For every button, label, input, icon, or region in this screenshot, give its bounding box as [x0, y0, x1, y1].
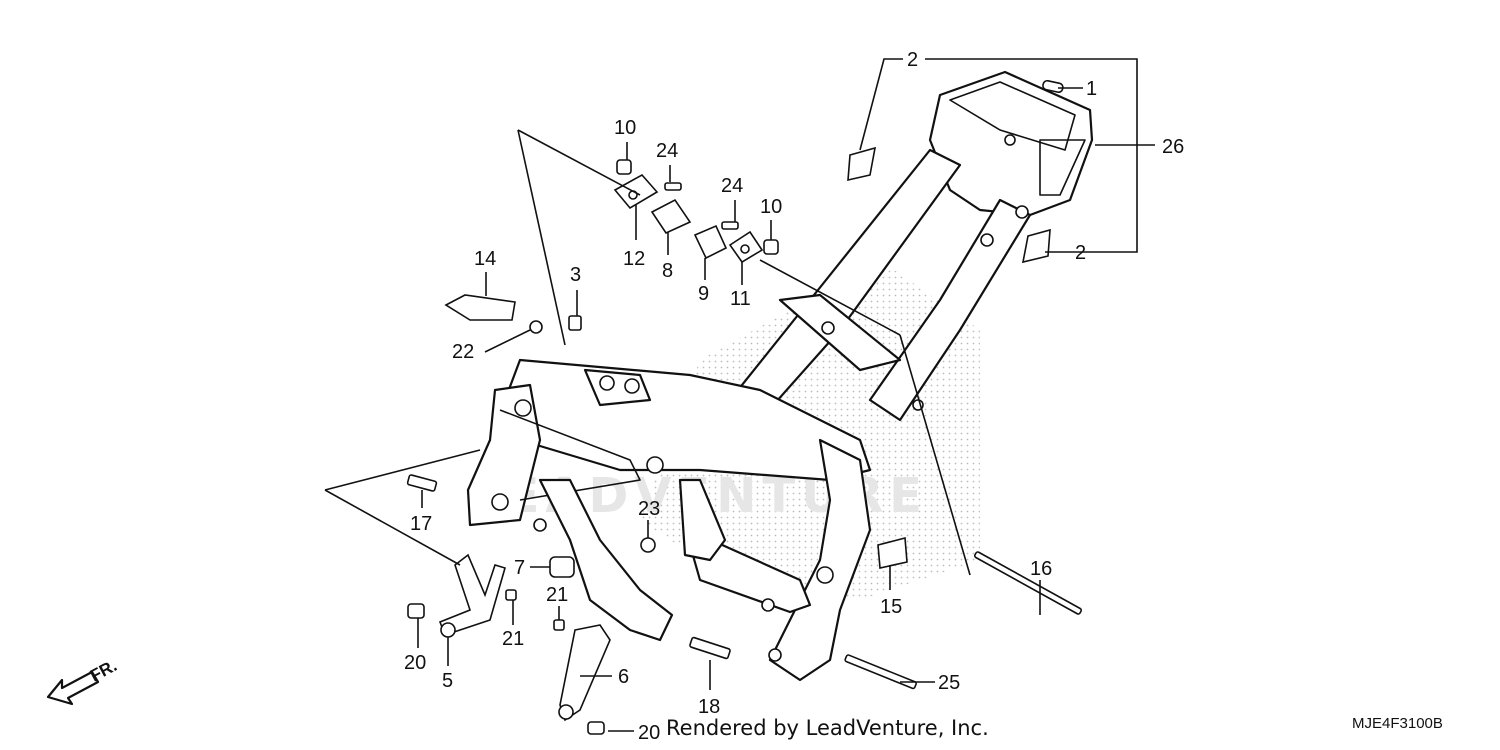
label-22: 22 — [452, 341, 474, 363]
label-10-right: 10 — [760, 196, 782, 218]
part-5-bracket[interactable] — [438, 553, 506, 638]
label-5: 5 — [442, 670, 453, 692]
label-18: 18 — [698, 696, 720, 718]
label-15: 15 — [880, 596, 902, 618]
part-14-cover-plate[interactable] — [444, 294, 516, 321]
label-17: 17 — [410, 513, 432, 535]
part-25-bolt[interactable] — [844, 654, 917, 690]
part-3-clip-nut[interactable] — [568, 315, 582, 331]
part-16-long-bolt[interactable] — [973, 551, 1083, 615]
label-21-left: 21 — [502, 628, 524, 650]
main-frame — [466, 70, 1094, 682]
part-9-spacer[interactable] — [693, 224, 728, 260]
label-7: 7 — [514, 557, 525, 579]
label-11: 11 — [730, 288, 751, 310]
diagram-code: MJE4F3100B — [1352, 715, 1443, 732]
part-17-bolt[interactable] — [406, 474, 438, 492]
label-14: 14 — [474, 248, 496, 270]
part-7-collar[interactable] — [549, 556, 575, 578]
label-24-left: 24 — [656, 140, 678, 162]
label-16: 16 — [1030, 558, 1052, 580]
label-12: 12 — [623, 248, 645, 270]
label-2-top: 2 — [907, 49, 918, 71]
label-26: 26 — [1162, 136, 1184, 158]
part-15-plate[interactable] — [877, 536, 908, 569]
label-10-left: 10 — [614, 117, 636, 139]
label-9: 9 — [698, 283, 709, 305]
label-24-right: 24 — [721, 175, 743, 197]
label-20-bottom: 20 — [638, 722, 660, 744]
label-20-left: 20 — [404, 652, 426, 674]
part-23-nut[interactable] — [640, 537, 656, 553]
label-8: 8 — [662, 260, 673, 282]
label-6: 6 — [618, 666, 629, 688]
part-20-bolt-a[interactable] — [407, 603, 425, 619]
part-10-collar-a[interactable] — [616, 159, 632, 175]
label-23: 23 — [638, 498, 660, 520]
part-12-plate[interactable] — [613, 173, 659, 210]
part-21-bolt-a[interactable] — [505, 589, 517, 601]
part-2-lower-cover[interactable] — [1021, 228, 1051, 264]
label-3: 3 — [570, 264, 581, 286]
render-credit: Rendered by LeadVenture, Inc. — [666, 716, 989, 740]
part-24-bolt-b[interactable] — [721, 221, 739, 230]
label-25: 25 — [938, 672, 960, 694]
part-10-collar-b[interactable] — [763, 239, 779, 255]
label-2-right: 2 — [1075, 242, 1086, 264]
part-11-plate[interactable] — [728, 230, 764, 264]
part-21-bolt-b[interactable] — [553, 619, 565, 631]
label-21-right: 21 — [546, 584, 568, 606]
part-8-spacer[interactable] — [650, 198, 692, 235]
part-24-bolt-a[interactable] — [664, 182, 682, 191]
part-20-bolt-b[interactable] — [587, 721, 605, 735]
part-6-bracket[interactable] — [558, 624, 611, 722]
part-22-nut[interactable] — [529, 320, 543, 334]
leader-lines — [324, 58, 1155, 732]
part-18-bolt[interactable] — [689, 636, 731, 660]
label-1: 1 — [1086, 78, 1097, 100]
front-direction-arrow-icon: FR. — [46, 656, 120, 706]
part-2-upper-cover[interactable] — [847, 146, 877, 182]
